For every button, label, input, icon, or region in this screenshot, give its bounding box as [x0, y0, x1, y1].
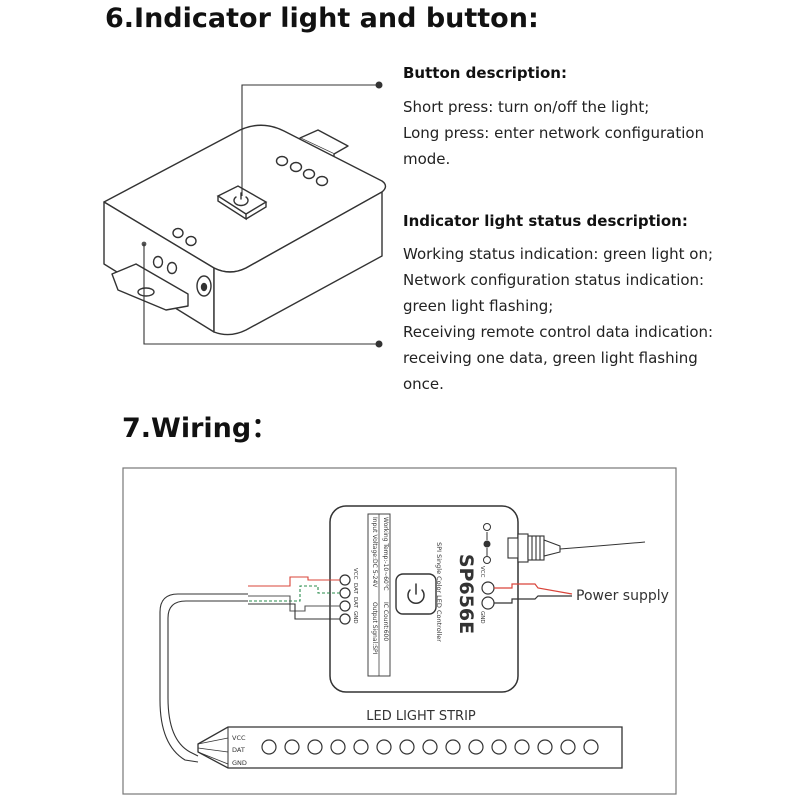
button-callout-line	[241, 84, 376, 196]
button-description-line: Short press: turn on/off the light;	[403, 98, 650, 116]
dc-jack-connector	[507, 533, 561, 563]
controller-subtitle: SPI Single Color LED Controller	[435, 542, 443, 642]
controller-power-icon	[407, 583, 425, 605]
led-bead	[422, 739, 438, 755]
terminal-dat-1	[339, 587, 351, 599]
pin-label-dat-2: DAT	[352, 597, 358, 608]
power-supply-label: Power supply	[576, 588, 669, 604]
indicator-description-line: Network configuration status indication:	[403, 271, 705, 289]
indicator-description-line: Working status indication: green light o…	[403, 245, 714, 263]
led-bead	[445, 739, 461, 755]
button-description-line: mode.	[403, 150, 451, 168]
power-pin-label-gnd: GND	[479, 611, 485, 624]
device-power-button	[216, 185, 268, 221]
led-bead	[284, 739, 300, 755]
indicator-description-line: green light flashing;	[403, 297, 554, 315]
section-7-title: 7.Wiring：	[122, 413, 279, 444]
strip-pin-label-vcc: VCC	[232, 734, 246, 742]
section-6-title: 6.Indicator light and button:	[105, 3, 539, 34]
led-bead	[537, 739, 553, 755]
indicator-description-line: once.	[403, 375, 444, 393]
led-bead	[353, 739, 369, 755]
indicator-description-line: Receiving remote control data indication…	[403, 323, 714, 341]
led-bead	[307, 739, 323, 755]
terminal-dat-2	[339, 600, 351, 612]
controller-model-label: SP656E	[455, 554, 477, 634]
wiring-frame	[122, 467, 677, 795]
led-bead	[261, 739, 277, 755]
strip-pin-label-dat: DAT	[232, 746, 245, 754]
indicator-description-heading: Indicator light status description:	[403, 212, 688, 230]
strip-cable	[159, 593, 248, 763]
device-right-face	[213, 191, 383, 336]
button-description-text: Short press: turn on/off the light; Long…	[403, 94, 704, 172]
terminal-vcc	[339, 574, 351, 586]
pin-label-dat: DAT	[352, 583, 358, 594]
power-supply-wires	[494, 583, 573, 604]
led-bead	[491, 739, 507, 755]
indicator-callout-dot	[375, 340, 383, 348]
callout-lines	[143, 81, 383, 348]
led-bead	[376, 739, 392, 755]
dc-polarity-icon	[483, 523, 491, 564]
button-callout-dot	[375, 81, 383, 89]
led-bead	[399, 739, 415, 755]
indicator-description-text: Working status indication: green light o…	[403, 241, 713, 397]
indicator-description-line: receiving one data, green light flashing	[403, 349, 698, 367]
strip-signal-wires	[248, 576, 340, 620]
pin-label-vcc: VCC	[352, 568, 358, 580]
spec-input-voltage: Input Voltage:DC 5-24V	[371, 517, 378, 588]
power-pin-label-vcc: VCC	[479, 566, 485, 578]
power-terminal-vcc	[481, 581, 495, 595]
power-icon	[233, 192, 249, 207]
led-beads	[261, 739, 599, 755]
led-bead	[468, 739, 484, 755]
led-bead	[560, 739, 576, 755]
spec-working-temp: Working Temp:-10~60℃	[382, 517, 389, 591]
led-bead	[583, 739, 599, 755]
strip-pin-label-gnd: GND	[232, 759, 247, 767]
spec-output-signal: Output Signal:SPI	[371, 602, 378, 655]
spec-ic-count: IC Count:600	[382, 602, 389, 641]
dc-cable	[559, 541, 646, 550]
led-bead	[330, 739, 346, 755]
controller-device-illustration	[103, 124, 387, 336]
power-terminal-gnd	[481, 596, 495, 610]
indicator-callout-line	[143, 244, 376, 345]
terminal-gnd	[339, 613, 351, 625]
led-bead	[514, 739, 530, 755]
led-strip-label: LED LIGHT STRIP	[366, 709, 476, 724]
button-description-heading: Button description:	[403, 64, 567, 82]
pin-label-gnd: GND	[352, 611, 358, 624]
button-description-line: Long press: enter network configuration	[403, 124, 705, 142]
